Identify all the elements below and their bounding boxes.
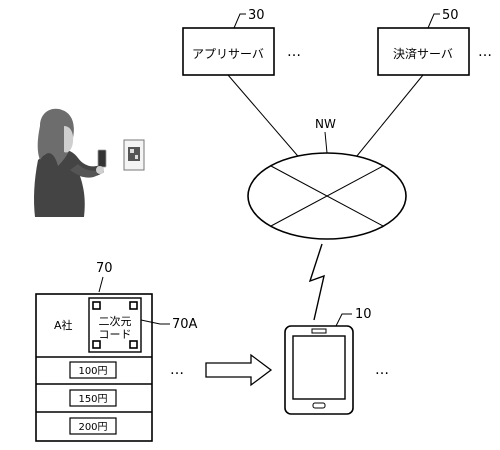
payment-server-ref: 50	[442, 8, 459, 23]
tablet-screen	[292, 335, 346, 400]
tablet-ref: 10	[355, 307, 372, 322]
payment-server-label: 決済サーバ	[393, 46, 453, 61]
person-arm	[70, 164, 100, 178]
price-tag-150: 150円	[78, 394, 107, 405]
flow-arrow-icon	[205, 353, 273, 387]
panel-ellipsis: …	[170, 362, 184, 378]
qr-marker-bl	[92, 340, 101, 349]
payment-server-ellipsis: …	[478, 44, 492, 60]
qr-marker-tr	[129, 301, 138, 310]
wall-qr-pattern-cell	[130, 149, 134, 153]
tablet-home-button	[312, 402, 326, 409]
qr-code-text-line2: コード	[99, 328, 132, 341]
price-tag-200: 200円	[78, 422, 107, 433]
tablet-camera	[311, 328, 327, 334]
qr-code-ref-leader	[140, 319, 170, 325]
price-tag-100-box	[69, 361, 117, 379]
network-label-leader	[324, 131, 328, 154]
payment-server-ref-leader	[427, 13, 440, 29]
qr-code-text-line1: 二次元	[99, 314, 132, 328]
company-label: A社	[54, 318, 73, 332]
app-server-link	[227, 74, 304, 163]
network: NW	[247, 117, 407, 240]
person-scanning-illustration	[34, 108, 145, 217]
payment-panel: 70 A社 二次元 コード 70A 100円 150円 200円	[35, 261, 198, 442]
app-server-label: アプリサーバ	[192, 47, 264, 61]
payment-server-box	[377, 27, 470, 76]
tablet-terminal: 10	[284, 307, 372, 415]
network-cross-b	[270, 165, 384, 227]
app-server-ellipsis: …	[287, 44, 301, 60]
network-label: NW	[315, 117, 336, 131]
app-server-ref-leader	[233, 13, 246, 29]
panel-ref-leader	[98, 276, 104, 293]
person-phone	[97, 149, 107, 168]
person-face	[64, 126, 74, 153]
tablet-ref-leader	[335, 313, 352, 327]
price-tag-150-box	[69, 389, 117, 407]
wireless-link-icon	[308, 243, 325, 321]
app-server: アプリサーバ 30	[182, 8, 275, 76]
price-tag-100: 100円	[78, 366, 107, 377]
app-server-ref: 30	[248, 8, 265, 23]
panel-ref: 70	[96, 261, 113, 276]
person-hand	[96, 166, 104, 174]
price-tag-200-box	[69, 417, 117, 435]
qr-code-ref: 70A	[172, 317, 198, 332]
payment-server: 決済サーバ 50	[377, 8, 470, 76]
tablet-ellipsis: …	[375, 362, 389, 378]
app-server-box	[182, 27, 275, 76]
wall-qr-pattern-cell	[135, 155, 138, 159]
qr-marker-tl	[92, 301, 101, 310]
qr-marker-br	[129, 340, 138, 349]
person-body	[34, 149, 104, 217]
payment-server-link	[351, 74, 424, 163]
